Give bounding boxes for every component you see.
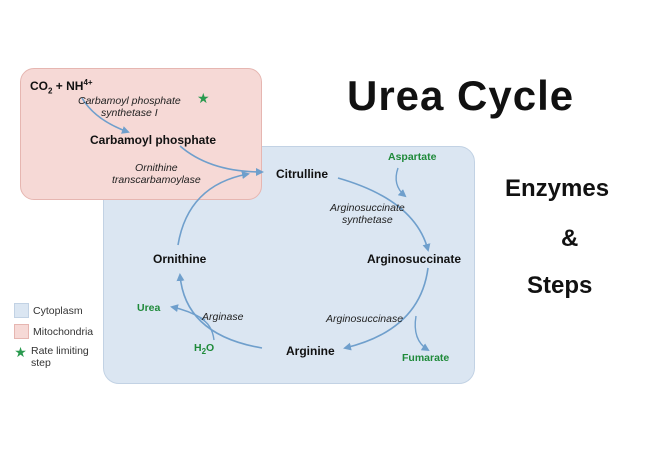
water: H2O [194, 342, 215, 357]
arrow-aspartate-entry [395, 167, 407, 198]
arginine: Arginine [286, 344, 335, 358]
arrow-arginosuccinate-to-arginine [343, 267, 429, 351]
arrow-co2-to-carbamoyl [81, 97, 130, 134]
citrulline: Citrulline [276, 167, 329, 181]
arrow-urea-exit [170, 304, 206, 321]
subtitle-enzymes: Enzymes [505, 175, 610, 202]
co2-nh4-reactants: CO2 + NH4+ [30, 78, 93, 96]
aspartate: Aspartate [388, 151, 437, 163]
carbamoyl-phosphate: Carbamoyl phosphate [90, 133, 217, 147]
legend-label-cytoplasm: Cytoplasm [33, 304, 83, 317]
page-title: Urea Cycle [347, 72, 575, 119]
legend-item-mitochondria: Mitochondria [14, 324, 93, 339]
enzyme-carbamoyl-phosphate-synthetase: Carbamoyl phosphate synthetase I [78, 95, 181, 119]
arrow-to-citrulline [179, 145, 264, 176]
star-icon: ★ [14, 344, 27, 360]
ornithine: Ornithine [153, 252, 207, 266]
star-icon: ★ [197, 90, 210, 106]
arrow-ornithine-to-citrulline [177, 171, 250, 246]
arrow-arginine-to-ornithine [176, 273, 263, 349]
legend-label-mitochondria: Mitochondria [33, 325, 94, 338]
enzyme-ornithine-transcarbamoylase: Ornithine transcarbamoylase [112, 162, 201, 186]
arrow-citrulline-to-arginosuccinate [337, 177, 431, 252]
arginosuccinate: Arginosuccinate [367, 252, 462, 266]
arrow-water-entry [199, 317, 215, 341]
legend-label-rate-limiting: Rate limiting step [31, 345, 89, 369]
legend-swatch-cytoplasm [14, 303, 29, 318]
enzyme-arginase: Arginase [202, 311, 244, 323]
mitochondria-region [20, 68, 262, 200]
enzyme-arginosuccinase: Arginosuccinase [326, 313, 404, 325]
subtitle-ampersand: & [561, 225, 579, 252]
fumarate: Fumarate [402, 352, 450, 364]
subtitle-steps: Steps [527, 272, 593, 299]
legend-item-cytoplasm: Cytoplasm [14, 303, 93, 318]
enzyme-arginosuccinate-synthetase: Arginosuccinate synthetase [330, 202, 405, 226]
arrow-fumarate-exit [414, 315, 430, 352]
legend-item-rate-limiting: ★ Rate limiting step [14, 345, 93, 369]
urea: Urea [137, 302, 161, 314]
legend-swatch-mitochondria [14, 324, 29, 339]
legend: Cytoplasm Mitochondria ★ Rate limiting s… [14, 303, 93, 369]
